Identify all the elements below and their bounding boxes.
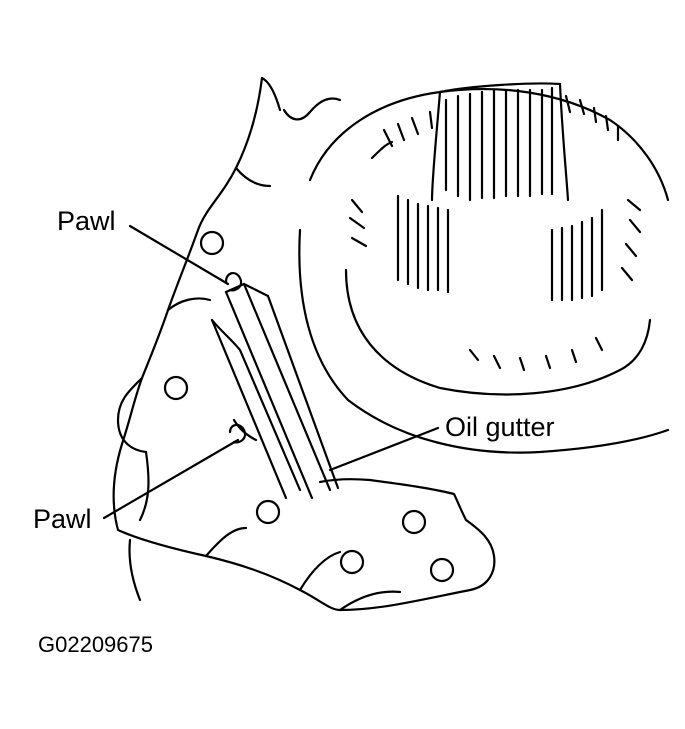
label-oil-gutter: Oil gutter: [445, 412, 555, 442]
bolt-hole-icon: [201, 232, 223, 254]
label-pawl-bottom: Pawl: [33, 504, 92, 534]
bolt-hole-icon: [341, 551, 363, 573]
pawl-hooks: [226, 273, 245, 442]
label-pawl-top: Pawl: [57, 206, 116, 236]
bolt-holes: [165, 232, 453, 581]
input-shaft: [398, 83, 602, 300]
bolt-hole-icon: [431, 559, 453, 581]
bolt-hole-icon: [403, 511, 425, 533]
bolt-hole-icon: [165, 377, 187, 399]
figure-id: G02209675: [38, 632, 153, 657]
bolt-hole-icon: [257, 501, 279, 523]
clutch-drum: [299, 89, 668, 453]
oil-gutter-leader: [330, 428, 438, 470]
pawl-bottom-leader: [104, 440, 238, 518]
oil-gutter-part: [212, 284, 338, 498]
pawl-top-leader: [130, 226, 228, 284]
transmission-case: [114, 78, 495, 610]
